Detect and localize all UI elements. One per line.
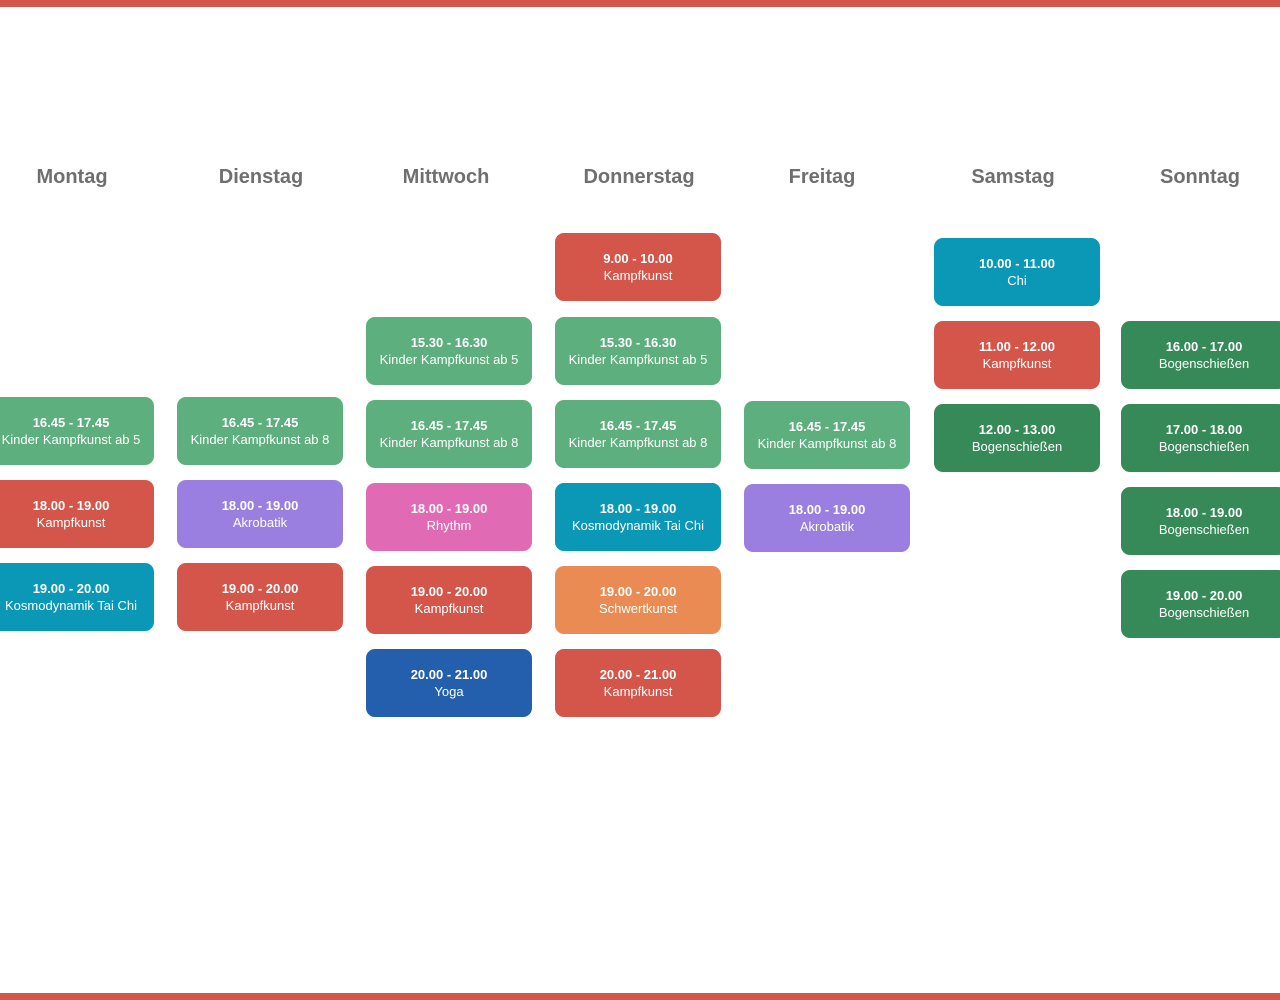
- event-time: 9.00 - 10.00: [603, 251, 673, 266]
- event-title: Kampfkunst: [414, 601, 484, 616]
- event-time: 18.00 - 19.00: [410, 501, 488, 516]
- event-title: Akrobatik: [232, 515, 288, 530]
- event-title: Kinder Kampfkunst ab 5: [379, 352, 519, 367]
- event-time: 18.00 - 19.00: [32, 498, 110, 513]
- event-title: Kinder Kampfkunst ab 8: [568, 435, 708, 450]
- event-time: 20.00 - 21.00: [599, 667, 677, 682]
- event-title: Kampfkunst: [603, 684, 673, 699]
- event-time: 17.00 - 18.00: [1165, 422, 1243, 437]
- event-title: Kosmodynamik Tai Chi: [5, 598, 137, 613]
- event-title: Kampfkunst: [982, 356, 1052, 371]
- event-time: 11.00 - 12.00: [979, 339, 1055, 354]
- event-title: Kampfkunst: [603, 268, 673, 283]
- event-title: Kinder Kampfkunst ab 5: [568, 352, 708, 367]
- event-title: Bogenschießen: [1158, 605, 1250, 620]
- event-time: 16.45 - 17.45: [32, 415, 110, 430]
- event-time: 19.00 - 20.00: [32, 581, 110, 596]
- event-title: Kinder Kampfkunst ab 8: [757, 436, 897, 451]
- event-title: Bogenschießen: [1158, 439, 1250, 454]
- event-time: 18.00 - 19.00: [599, 501, 677, 516]
- event-time: 18.00 - 19.00: [221, 498, 299, 513]
- event-title: Bogenschießen: [971, 439, 1063, 454]
- bottom-accent-bar: [0, 993, 1280, 1000]
- event-title: Kampfkunst: [36, 515, 106, 530]
- event-time: 16.45 - 17.45: [221, 415, 299, 430]
- event-time: 12.00 - 13.00: [978, 422, 1056, 437]
- event-time: 18.00 - 19.00: [788, 502, 866, 517]
- day-heading-montag: Montag: [36, 166, 108, 188]
- event-title: Kinder Kampfkunst ab 8: [379, 435, 519, 450]
- day-heading-dienstag: Dienstag: [218, 166, 304, 188]
- event-time: 19.00 - 20.00: [410, 584, 488, 599]
- event-time: 19.00 - 20.00: [221, 581, 299, 596]
- event-title: Bogenschießen: [1158, 356, 1250, 371]
- event-title: Rhythm: [426, 518, 472, 533]
- event-title: Kinder Kampfkunst ab 5: [1, 432, 141, 447]
- day-heading-mittwoch: Mittwoch: [402, 166, 490, 188]
- event-title: Kosmodynamik Tai Chi: [572, 518, 704, 533]
- event-time: 16.45 - 17.45: [410, 418, 488, 433]
- event-title: Schwertkunst: [598, 601, 678, 616]
- event-time: 16.00 - 17.00: [1165, 339, 1243, 354]
- day-heading-donnerstag: Donnerstag: [583, 166, 695, 188]
- event-time: 19.00 - 20.00: [599, 584, 677, 599]
- day-heading-freitag: Freitag: [788, 166, 856, 188]
- event-time: 19.00 - 20.00: [1165, 588, 1243, 603]
- event-time: 16.45 - 17.45: [788, 419, 866, 434]
- event-title: Yoga: [434, 684, 464, 699]
- top-accent-bar: [0, 0, 1280, 7]
- event-time: 15.30 - 16.30: [599, 335, 677, 350]
- event-time: 15.30 - 16.30: [410, 335, 488, 350]
- day-heading-sonntag: Sonntag: [1160, 166, 1240, 188]
- day-heading-samstag: Samstag: [971, 166, 1055, 188]
- event-time: 16.45 - 17.45: [599, 418, 677, 433]
- event-time: 18.00 - 19.00: [1165, 505, 1243, 520]
- event-title: Akrobatik: [799, 519, 855, 534]
- event-title: Kinder Kampfkunst ab 8: [190, 432, 330, 447]
- event-title: Chi: [1007, 273, 1027, 288]
- event-time: 20.00 - 21.00: [410, 667, 488, 682]
- event-time: 10.00 - 11.00: [979, 256, 1055, 271]
- event-title: Kampfkunst: [225, 598, 295, 613]
- event-title: Bogenschießen: [1158, 522, 1250, 537]
